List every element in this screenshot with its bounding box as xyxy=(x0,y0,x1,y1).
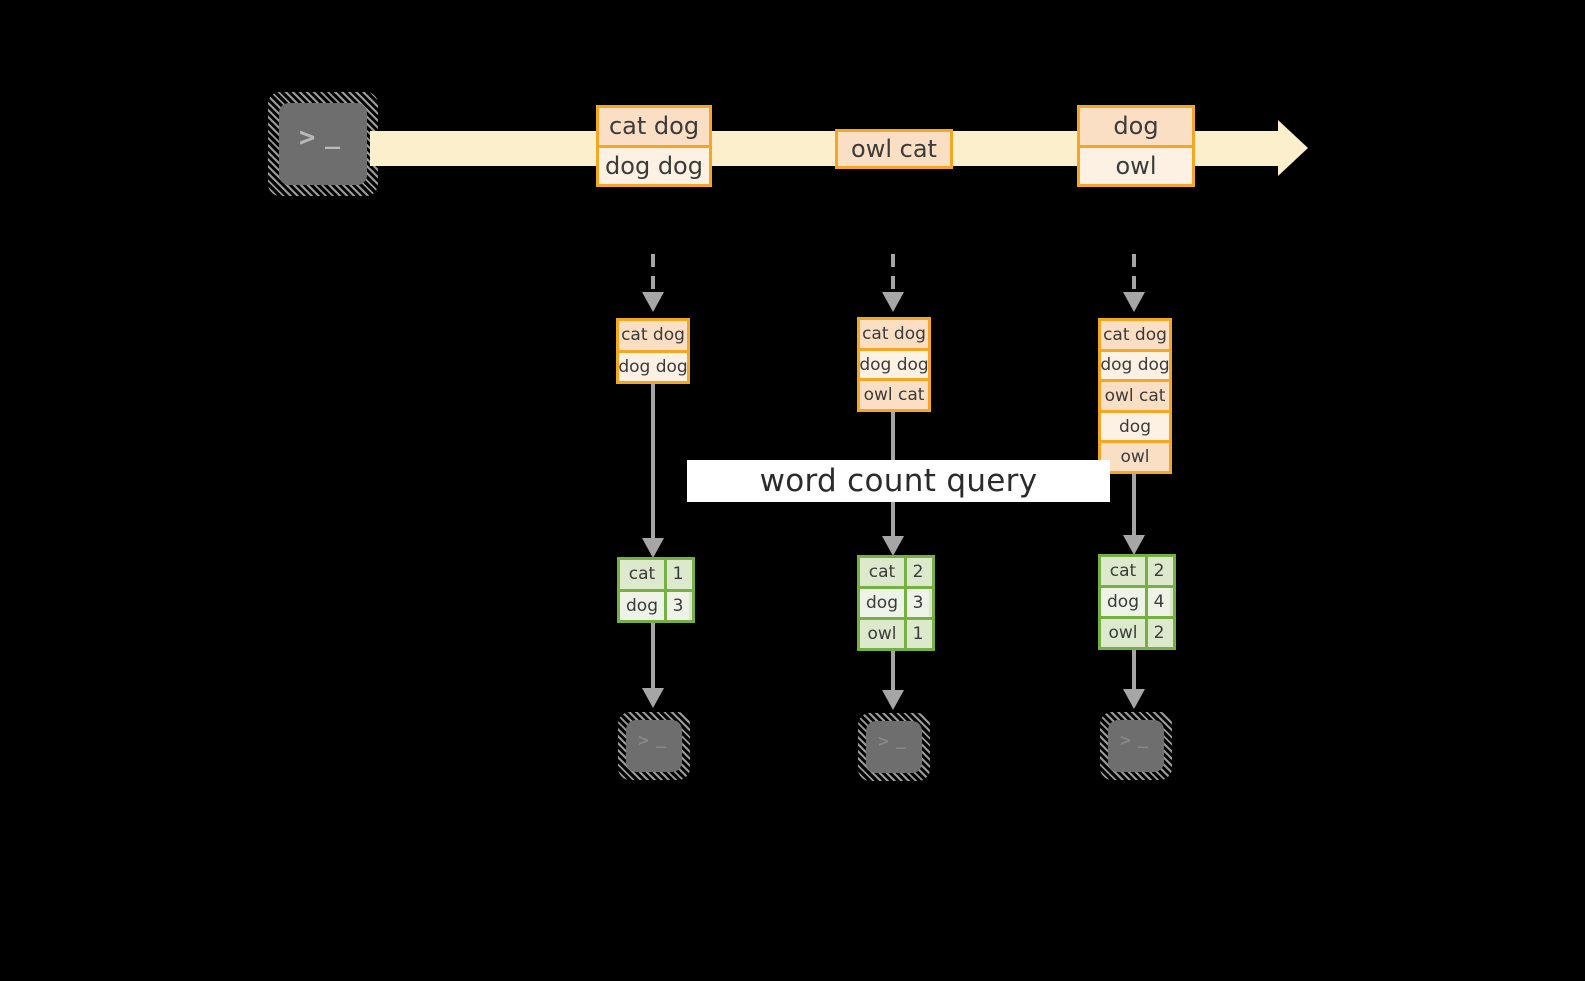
snapshot-3-query-line xyxy=(1132,474,1136,542)
snapshot-1-sink-arrowhead xyxy=(642,688,664,708)
query-label: word count query xyxy=(759,463,1038,499)
stream-record-3-line-2: owl xyxy=(1080,144,1192,184)
terminal-body xyxy=(866,721,922,773)
snapshot-1-word-2: dog xyxy=(620,591,664,620)
query-label-band: word count query xyxy=(687,460,1110,502)
terminal-cursor-glyph: _ xyxy=(656,729,667,749)
snapshot-1-count-1: 1 xyxy=(664,560,689,589)
snapshot-2-sink-terminal-icon: > _ xyxy=(858,713,930,781)
snapshot-1-input-table: cat dog dog dog xyxy=(616,318,690,384)
snapshot-1-input-line-2: dog dog xyxy=(618,349,688,381)
table-row: cat 1 xyxy=(620,560,692,589)
snapshot-2-dashed-line xyxy=(891,254,895,292)
terminal-prompt-glyph: > xyxy=(878,731,890,752)
snapshot-3-input-table: cat dog dog dog owl cat dog owl xyxy=(1098,318,1172,474)
snapshot-2-word-1: cat xyxy=(860,558,904,586)
snapshot-1-dashed-line xyxy=(651,254,655,292)
stream-record-1-line-1: cat dog xyxy=(599,108,709,145)
terminal-body xyxy=(1108,720,1164,772)
table-row: dog 3 xyxy=(620,588,692,620)
snapshot-2-input-line-2: dog dog xyxy=(859,347,929,379)
terminal-cursor-glyph: _ xyxy=(325,120,342,149)
terminal-prompt-glyph: > xyxy=(1120,730,1132,751)
snapshot-1-result-table: cat 1 dog 3 xyxy=(617,557,695,623)
stream-record-2-line-1: owl cat xyxy=(838,132,950,166)
snapshot-3-count-3: 2 xyxy=(1145,619,1170,647)
snapshot-3-dashed-arrowhead xyxy=(1123,292,1145,312)
terminal-body xyxy=(279,103,367,185)
snapshot-1-dashed-arrowhead xyxy=(642,292,664,312)
stream-record-2: owl cat xyxy=(835,129,953,169)
snapshot-3-input-line-5: owl xyxy=(1101,440,1169,471)
terminal-prompt-glyph: > xyxy=(638,730,650,751)
table-row: owl 2 xyxy=(1101,616,1173,647)
table-row: dog 3 xyxy=(860,586,932,617)
snapshot-3-word-3: owl xyxy=(1101,619,1145,647)
table-row: cat 2 xyxy=(860,558,932,586)
snapshot-3-sink-terminal-icon: > _ xyxy=(1100,712,1172,780)
snapshot-2-count-2: 3 xyxy=(904,589,929,617)
stream-record-3-line-1: dog xyxy=(1080,108,1192,145)
snapshot-3-word-2: dog xyxy=(1101,588,1145,616)
snapshot-3-count-2: 4 xyxy=(1145,588,1170,616)
event-stream-arrowhead xyxy=(1278,120,1308,176)
snapshot-3-input-line-1: cat dog xyxy=(1101,321,1169,349)
snapshot-2-input-line-1: cat dog xyxy=(860,320,928,348)
snapshot-2-count-3: 1 xyxy=(904,620,929,648)
snapshot-2-dashed-arrowhead xyxy=(882,292,904,312)
snapshot-1-query-line xyxy=(651,384,655,544)
snapshot-3-dashed-line xyxy=(1132,254,1136,292)
table-row: owl 1 xyxy=(860,617,932,648)
snapshot-3-sink-line xyxy=(1132,650,1136,692)
snapshot-1-sink-line xyxy=(651,623,655,691)
snapshot-2-sink-arrowhead xyxy=(882,690,904,710)
snapshot-2-word-3: owl xyxy=(860,620,904,648)
terminal-body xyxy=(626,720,682,772)
snapshot-2-sink-line xyxy=(891,651,895,693)
table-row: cat 2 xyxy=(1101,557,1173,585)
terminal-cursor-glyph: _ xyxy=(896,730,907,750)
snapshot-3-word-1: cat xyxy=(1101,557,1145,585)
snapshot-2-count-1: 2 xyxy=(904,558,929,586)
terminal-cursor-glyph: _ xyxy=(1138,729,1149,749)
table-row: dog 4 xyxy=(1101,585,1173,616)
snapshot-3-sink-arrowhead xyxy=(1123,689,1145,709)
stream-record-1: cat dog dog dog xyxy=(596,105,712,187)
snapshot-2-result-table: cat 2 dog 3 owl 1 xyxy=(857,555,935,651)
snapshot-1-count-2: 3 xyxy=(664,591,689,620)
terminal-prompt-glyph: > xyxy=(299,122,317,153)
snapshot-3-input-line-2: dog dog xyxy=(1100,348,1170,380)
stream-record-3: dog owl xyxy=(1077,105,1195,187)
source-terminal-icon: > _ xyxy=(268,92,378,196)
stream-record-1-line-2: dog dog xyxy=(599,144,709,184)
snapshot-3-input-line-4: dog xyxy=(1101,409,1169,441)
snapshot-3-count-1: 2 xyxy=(1145,557,1170,585)
snapshot-1-input-line-1: cat dog xyxy=(619,321,687,350)
snapshot-1-query-arrowhead xyxy=(642,538,664,558)
snapshot-2-query-arrowhead xyxy=(882,536,904,556)
snapshot-3-input-line-3: owl cat xyxy=(1101,379,1169,410)
snapshot-3-query-arrowhead xyxy=(1123,535,1145,555)
snapshot-2-input-line-3: owl cat xyxy=(860,378,928,410)
snapshot-2-word-2: dog xyxy=(860,589,904,617)
snapshot-3-result-table: cat 2 dog 4 owl 2 xyxy=(1098,554,1176,650)
snapshot-2-input-table: cat dog dog dog owl cat xyxy=(857,317,931,412)
snapshot-1-word-1: cat xyxy=(620,560,664,589)
snapshot-1-sink-terminal-icon: > _ xyxy=(618,712,690,780)
